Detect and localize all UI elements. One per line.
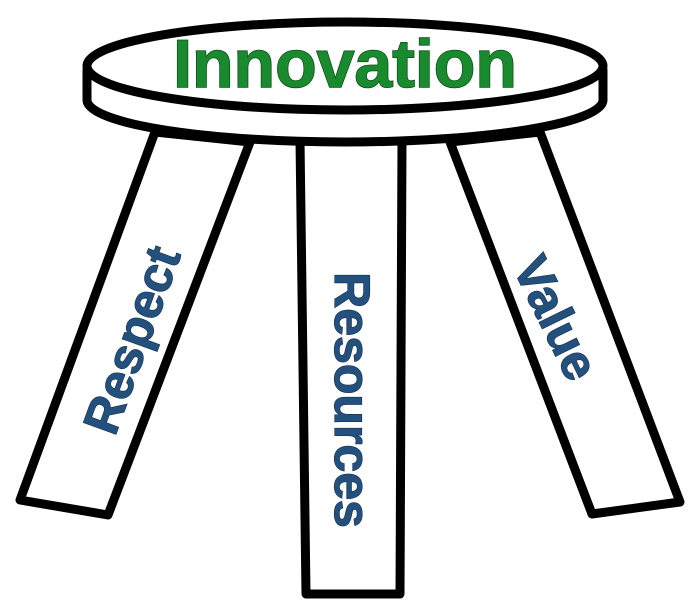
leg-value: Value: [445, 127, 685, 519]
seat-top: [82, 17, 608, 115]
seat: Innovation: [82, 17, 608, 147]
seat-label: Innovation: [173, 26, 517, 102]
leg-resources: Resources: [295, 135, 407, 599]
leg-resources-label: Resources: [324, 272, 380, 528]
leg-respect: Respect: [15, 127, 255, 520]
